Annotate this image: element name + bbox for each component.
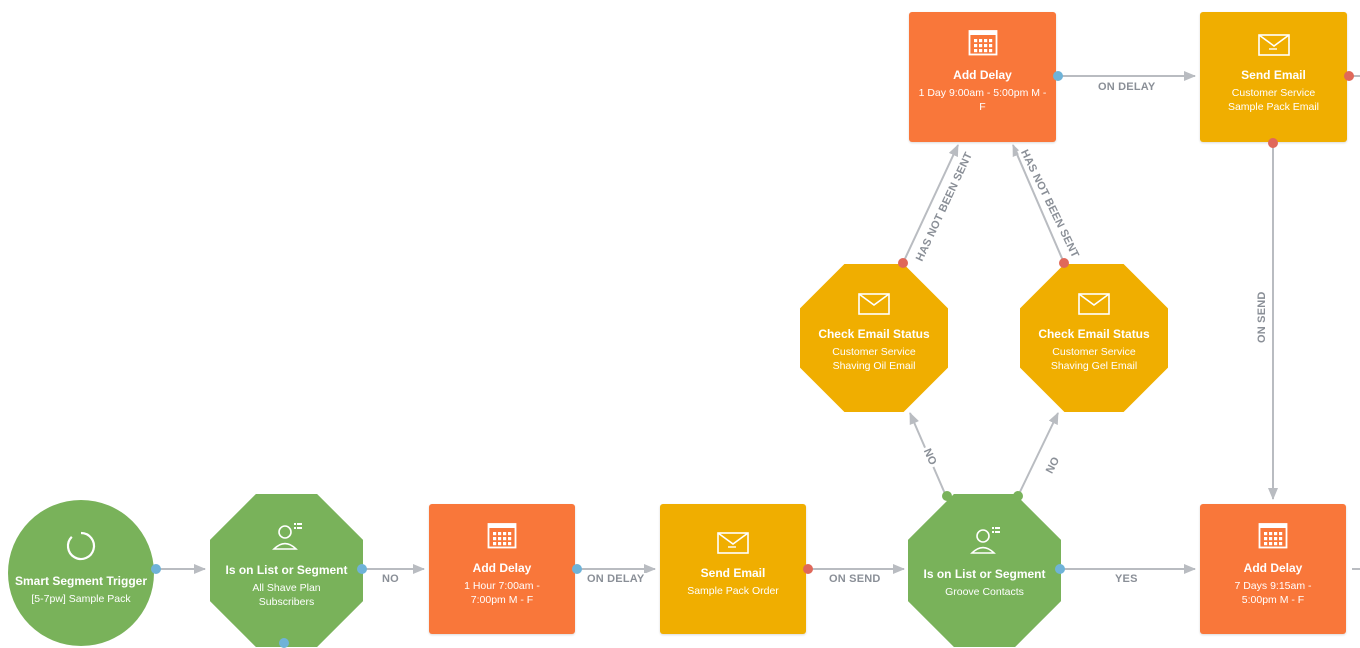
outlet-dot[interactable] [1268,138,1278,148]
outlet-dot[interactable] [279,638,289,648]
outlet-dot[interactable] [898,258,908,268]
node-subtitle: Groove Contacts [945,586,1024,598]
node-title: Is on List or Segment [923,567,1046,581]
envelope-icon [1078,293,1110,320]
outlet-dot[interactable] [803,564,813,574]
add-delay-node-top[interactable]: Add Delay 1 Day 9:00am - 5:00pm M - F [909,12,1056,142]
node-subtitle: [5-7pw] Sample Pack [31,593,131,605]
node-subtitle: Customer Service Sample Pack Email [1227,87,1320,113]
node-title: Smart Segment Trigger [14,574,148,588]
check-email-status-node-oil[interactable]: Check Email Status Customer Service Shav… [800,264,948,412]
node-subtitle: Sample Pack Order [687,585,779,597]
node-subtitle: 1 Day 9:00am - 5:00pm M - F [918,87,1047,113]
node-subtitle: Customer Service Shaving Gel Email [1050,346,1138,372]
edge-label-yes: YES [1113,573,1140,585]
list-segment-check-node-1[interactable]: Is on List or Segment All Shave Plan Sub… [210,494,363,647]
node-subtitle: 1 Hour 7:00am - 7:00pm M - F [464,580,540,606]
node-title: Check Email Status [1038,327,1150,341]
node-title: Check Email Status [818,327,930,341]
edge-label-on-send: ON SEND [827,573,883,585]
envelope-icon [717,532,749,559]
envelope-icon [1257,34,1290,61]
connector-list2-to-gel[interactable] [1017,412,1059,497]
edge-label-no: NO [380,573,401,585]
edge-label-on-delay-top: ON DELAY [1096,81,1158,93]
calendar-icon [487,521,517,554]
outlet-dot[interactable] [942,491,952,501]
send-email-node-top[interactable]: Send Email Customer Service Sample Pack … [1200,12,1347,142]
list-segment-check-node-2[interactable]: Is on List or Segment Groove Contacts [908,494,1061,647]
loading-ring-icon [65,530,97,567]
calendar-icon [1258,521,1288,554]
node-subtitle: All Shave Plan Subscribers [252,582,321,608]
add-delay-node-2[interactable]: Add Delay 7 Days 9:15am - 5:00pm M - F [1200,504,1346,634]
connector-oil-to-delaytop[interactable] [902,144,959,264]
outlet-dot[interactable] [1344,71,1354,81]
edge-label-on-delay: ON DELAY [585,573,647,585]
node-title: Is on List or Segment [225,563,348,577]
outlet-dot[interactable] [1053,71,1063,81]
outlet-dot[interactable] [572,564,582,574]
calendar-icon [968,28,998,61]
envelope-icon [858,293,890,320]
connector-gel-to-delaytop[interactable] [1012,144,1065,264]
node-title: Send Email [1241,68,1306,82]
check-email-status-node-gel[interactable]: Check Email Status Customer Service Shav… [1020,264,1168,412]
contact-list-icon [271,521,303,556]
outlet-dot[interactable] [1013,491,1023,501]
node-title: Add Delay [1243,561,1303,575]
node-title: Add Delay [953,68,1012,82]
edge-label-on-send-vertical: ON SEND [1256,289,1268,345]
node-title: Send Email [700,566,766,580]
outlet-dot[interactable] [151,564,161,574]
outlet-dot[interactable] [357,564,367,574]
send-email-node-1[interactable]: Send Email Sample Pack Order [660,504,806,634]
smart-segment-trigger-node[interactable]: Smart Segment Trigger [5-7pw] Sample Pac… [8,500,154,646]
node-subtitle: 7 Days 9:15am - 5:00pm M - F [1234,580,1312,606]
outlet-dot[interactable] [1055,564,1065,574]
contact-list-icon [969,525,1001,560]
add-delay-node-1[interactable]: Add Delay 1 Hour 7:00am - 7:00pm M - F [429,504,575,634]
node-subtitle: Customer Service Shaving Oil Email [832,346,916,372]
node-title: Add Delay [472,561,532,575]
outlet-dot[interactable] [1059,258,1069,268]
